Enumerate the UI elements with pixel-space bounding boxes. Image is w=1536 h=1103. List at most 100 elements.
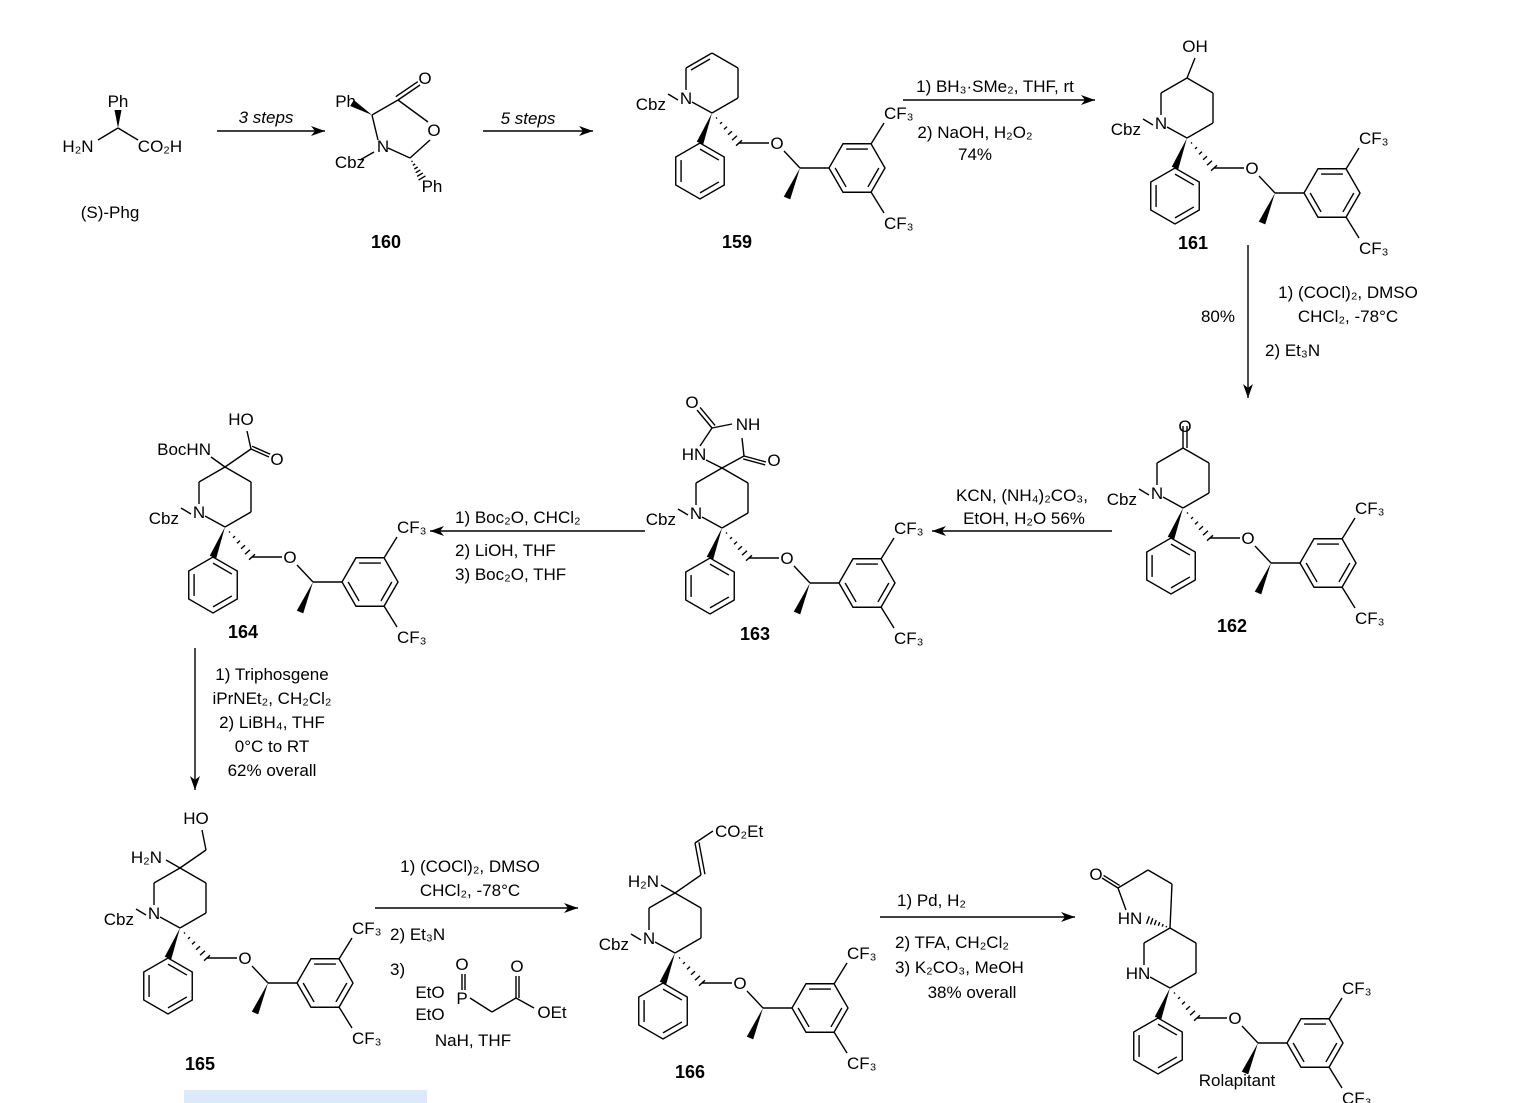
hash-bond xyxy=(729,536,733,540)
cf3-group: CF₃ xyxy=(397,518,427,537)
bond xyxy=(204,515,226,528)
benzene-ring xyxy=(675,142,725,200)
ethoxy: OEt xyxy=(537,1003,567,1022)
reagent-text: 5 steps xyxy=(501,109,556,128)
cf3-group: CF₃ xyxy=(1342,1089,1372,1103)
hash-bond xyxy=(1173,992,1176,994)
bond xyxy=(1341,586,1356,609)
reagent-text: 74% xyxy=(958,145,992,164)
arrowhead xyxy=(932,526,946,536)
bond xyxy=(1143,927,1171,944)
bond xyxy=(1166,126,1188,139)
ether-o: O xyxy=(1228,1009,1241,1028)
phenyl: Ph xyxy=(422,177,443,196)
bond xyxy=(153,867,181,884)
hash-bond xyxy=(1202,155,1208,161)
hash-bond xyxy=(1194,146,1198,150)
carbonyl-o: O xyxy=(767,451,780,470)
ring-o: O xyxy=(427,121,440,140)
bond xyxy=(660,884,676,894)
wedge-bond xyxy=(659,953,675,985)
bond xyxy=(1241,1025,1259,1044)
hydroxyl: HO xyxy=(228,410,254,429)
hash-bond xyxy=(1190,142,1193,144)
wedge-bond xyxy=(793,583,810,615)
bond xyxy=(870,122,885,145)
bond xyxy=(1254,545,1272,564)
benzene-ring xyxy=(1150,167,1200,225)
reagent-text: CHCl₂, -78°C xyxy=(420,881,520,900)
arrowhead xyxy=(579,126,593,136)
bond xyxy=(674,874,702,894)
aromatic-bond xyxy=(1174,206,1195,219)
wedge-bond xyxy=(696,113,712,145)
bond xyxy=(711,52,739,69)
wedge-bond xyxy=(296,582,313,614)
arrowhead xyxy=(190,776,200,790)
aromatic-bond xyxy=(699,181,720,194)
reagent-text: 2) TFA, CH₂Cl₂ xyxy=(895,933,1009,952)
compound-label: 166 xyxy=(675,1062,705,1082)
ether-o: O xyxy=(780,549,793,568)
double-bond xyxy=(395,81,419,98)
hash-bond xyxy=(1198,151,1203,155)
bond xyxy=(880,606,895,629)
bond xyxy=(117,127,139,141)
carbonyl-o: O xyxy=(270,450,283,469)
cf3-group: CF₃ xyxy=(397,628,427,647)
carboxylic-acid: CO₂H xyxy=(138,137,182,156)
hash-bond xyxy=(244,549,251,555)
cbz-group: Cbz xyxy=(1107,490,1137,509)
yield-text: 80% xyxy=(1201,307,1235,326)
bond xyxy=(630,933,642,941)
bond xyxy=(371,114,379,141)
bond xyxy=(674,937,702,954)
reagent-text: 62% overall xyxy=(228,761,317,780)
hash-bond xyxy=(733,541,738,545)
amine: H₂N xyxy=(131,848,162,867)
hash-bond xyxy=(1189,1010,1196,1016)
benzene-ring xyxy=(296,958,354,1008)
wedge-bond xyxy=(783,168,800,200)
wedge-bond xyxy=(1171,138,1187,170)
compound-label: 164 xyxy=(228,622,258,642)
aromatic-bond xyxy=(1157,1023,1178,1036)
phosphorus: P xyxy=(456,989,467,1008)
hash-bond xyxy=(415,169,421,174)
ring-n: N xyxy=(193,503,205,522)
aromatic-bond xyxy=(844,582,857,603)
bond xyxy=(491,997,517,1013)
reagent-text: 1) BH₃·SMe₂, THF, rt xyxy=(916,77,1074,96)
wedge-bond xyxy=(114,110,122,128)
aromatic-bond xyxy=(347,581,360,602)
ether-o: O xyxy=(1241,529,1254,548)
hash-bond xyxy=(413,166,419,170)
bond xyxy=(685,52,713,69)
hash-bond xyxy=(1194,521,1199,525)
bond xyxy=(397,84,421,101)
hash-bond xyxy=(1177,996,1181,1000)
bond xyxy=(1328,997,1343,1020)
bond xyxy=(721,512,749,529)
bond xyxy=(1162,496,1184,509)
phosphoryl-o: O xyxy=(455,955,468,974)
aromatic-bond xyxy=(1170,543,1191,556)
cf3-group: CF₃ xyxy=(1355,499,1385,518)
ethoxy: EtO xyxy=(415,983,444,1002)
bond xyxy=(159,916,181,929)
bond xyxy=(1328,1066,1343,1089)
reagent-text: 0°C to RT xyxy=(235,737,310,756)
aromatic-bond xyxy=(709,563,730,576)
reagent-text: CHCl₂, -78°C xyxy=(1298,307,1398,326)
benzene-ring xyxy=(188,556,238,614)
bond xyxy=(201,829,207,851)
reagent-text: 1) Boc₂O, CHCl₂ xyxy=(455,508,581,527)
compound-label: 165 xyxy=(185,1054,215,1074)
carbonyl-o: O xyxy=(685,393,698,412)
aromatic-bond xyxy=(1325,1042,1338,1063)
carbonyl-o: O xyxy=(418,69,431,88)
bond xyxy=(1169,972,1197,989)
cbz-group: Cbz xyxy=(104,910,134,929)
ring-n: N xyxy=(148,904,160,923)
